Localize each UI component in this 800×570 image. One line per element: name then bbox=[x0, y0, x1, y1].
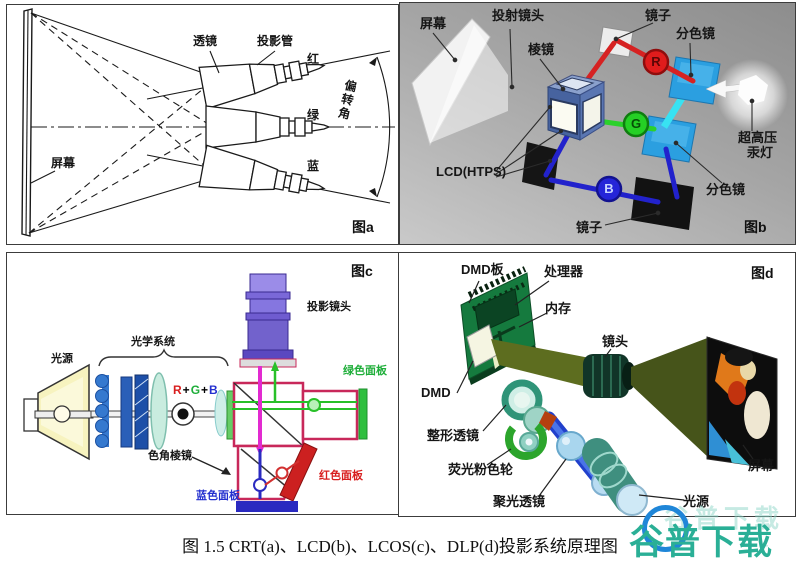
rgb-r: R bbox=[173, 383, 182, 397]
illumination-chain bbox=[501, 379, 648, 516]
figure-tag-d: 图d bbox=[751, 265, 774, 281]
label-condenser-lens: 聚光透镜 bbox=[493, 494, 546, 509]
prism-pointer-arrow bbox=[191, 456, 231, 475]
optical-system-brace bbox=[98, 348, 229, 367]
polarizer-dot bbox=[177, 408, 189, 420]
green-channel-badge bbox=[622, 110, 650, 138]
crt-screen bbox=[21, 8, 33, 237]
label-red-panel: 红色面板 bbox=[319, 470, 363, 482]
label-dmd-board: DMD板 bbox=[461, 262, 504, 277]
projection-lens-barrel bbox=[239, 273, 297, 368]
figure-tag-c: 图c bbox=[351, 263, 373, 279]
toucan-image bbox=[709, 348, 770, 467]
label-processor: 处理器 bbox=[544, 264, 584, 279]
mirror-bottom bbox=[631, 177, 694, 230]
rgb-g: G bbox=[190, 383, 201, 397]
figure-tag-a: 图a bbox=[352, 219, 374, 235]
label-memory: 内存 bbox=[545, 301, 572, 316]
leader-lines bbox=[432, 22, 755, 226]
label-rgb: R+G+B bbox=[173, 383, 218, 397]
fly-eye-lenses bbox=[95, 374, 149, 450]
prism-cube bbox=[546, 74, 606, 141]
blue-channel-badge bbox=[595, 175, 623, 203]
crt-diagram-art bbox=[21, 8, 395, 237]
lcd-diagram-art bbox=[411, 18, 788, 230]
green-panel-element bbox=[358, 388, 368, 440]
red-channel-letter: R bbox=[651, 53, 661, 69]
label-lens: 镜头 bbox=[602, 334, 629, 349]
label-dmd: DMD bbox=[421, 385, 451, 400]
beam-to-lens bbox=[491, 339, 595, 389]
panel-crt: 透镜 投影管 红 绿 蓝 偏转角 屏幕 图a bbox=[6, 4, 399, 245]
label-optical-system: 光学系统 bbox=[131, 336, 175, 348]
lens-barrel bbox=[583, 354, 636, 398]
label-phosphor-wheel: 荧光粉色轮 bbox=[448, 462, 514, 477]
leader-lines bbox=[456, 280, 754, 501]
green-channel-letter: G bbox=[630, 115, 642, 131]
dlp-screen bbox=[706, 336, 778, 470]
label-blue-panel: 蓝色面板 bbox=[196, 490, 240, 502]
rgb-plus2: + bbox=[201, 383, 209, 397]
label-blue: 蓝 bbox=[307, 159, 320, 173]
rgb-plus1: + bbox=[182, 383, 190, 397]
label-dichroic-top: 分色镜 bbox=[676, 26, 716, 41]
label-screen: 屏幕 bbox=[420, 16, 447, 31]
label-color-prism: 色角棱镜 bbox=[148, 450, 192, 462]
leader-lines bbox=[30, 50, 276, 184]
label-prism: 棱镜 bbox=[528, 42, 555, 57]
label-lamp-line2: 汞灯 bbox=[747, 145, 774, 160]
label-mirror-bottom: 镜子 bbox=[576, 220, 603, 235]
label-shaping-lens: 整形透镜 bbox=[427, 428, 480, 443]
projection-beam bbox=[430, 25, 508, 143]
label-lcd-htps: LCD(HTPS) bbox=[436, 164, 507, 179]
lamp bbox=[738, 75, 768, 105]
red-channel-badge bbox=[642, 48, 670, 76]
label-projection-tube: 投影管 bbox=[257, 34, 294, 48]
condenser-sphere bbox=[556, 431, 586, 461]
label-screen: 屏幕 bbox=[51, 156, 76, 170]
figure-caption: 图 1.5 CRT(a)、LCD(b)、LCOS(c)、DLP(d)投影系统原理… bbox=[182, 537, 618, 556]
label-dichroic-bottom: 分色镜 bbox=[706, 182, 746, 197]
label-lens: 透镜 bbox=[193, 34, 218, 48]
label-red: 红 bbox=[307, 52, 320, 66]
panel-lcd: 屏幕 投射镜头 棱镜 镜子 分色镜 超高压 汞灯 LCD(HTPS) 分色镜 镜… bbox=[399, 2, 796, 245]
label-light-source: 光源 bbox=[51, 353, 73, 365]
rgb-b: B bbox=[209, 383, 218, 397]
red-wedge bbox=[539, 411, 557, 431]
source-face bbox=[616, 484, 648, 516]
lcos-diagram-art bbox=[23, 273, 368, 512]
deflection-arc bbox=[369, 56, 391, 198]
label-screen: 屏幕 bbox=[748, 458, 775, 473]
label-projection-lens: 投射镜头 bbox=[492, 8, 545, 23]
blue-panel-element bbox=[236, 501, 298, 512]
light-source-lamp bbox=[23, 363, 94, 461]
label-lamp-line1: 超高压 bbox=[738, 130, 778, 145]
beam-to-screen bbox=[631, 337, 710, 459]
blue-channel-letter: B bbox=[604, 180, 614, 196]
panel-lcos: 光源 光学系统 R+G+B 色角棱镜 投影镜头 绿色面板 红色面板 蓝色面板 图… bbox=[6, 252, 399, 515]
label-green-panel: 绿色面板 bbox=[343, 365, 387, 377]
label-projection-lens: 投影镜头 bbox=[307, 301, 351, 313]
projection-tubes bbox=[198, 44, 330, 210]
figure-tag-b: 图b bbox=[744, 219, 767, 235]
label-mirror-top: 镜子 bbox=[645, 8, 672, 23]
label-green: 绿 bbox=[307, 108, 320, 122]
panel-dlp: DMD板 处理器 内存 镜头 DMD 整形透镜 荧光粉色轮 聚光透镜 光源 屏幕… bbox=[398, 252, 796, 517]
condenser-lens-large bbox=[150, 372, 168, 450]
dlp-diagram-art bbox=[456, 266, 778, 516]
label-light-source: 光源 bbox=[683, 494, 710, 509]
prism-beams bbox=[232, 361, 357, 499]
